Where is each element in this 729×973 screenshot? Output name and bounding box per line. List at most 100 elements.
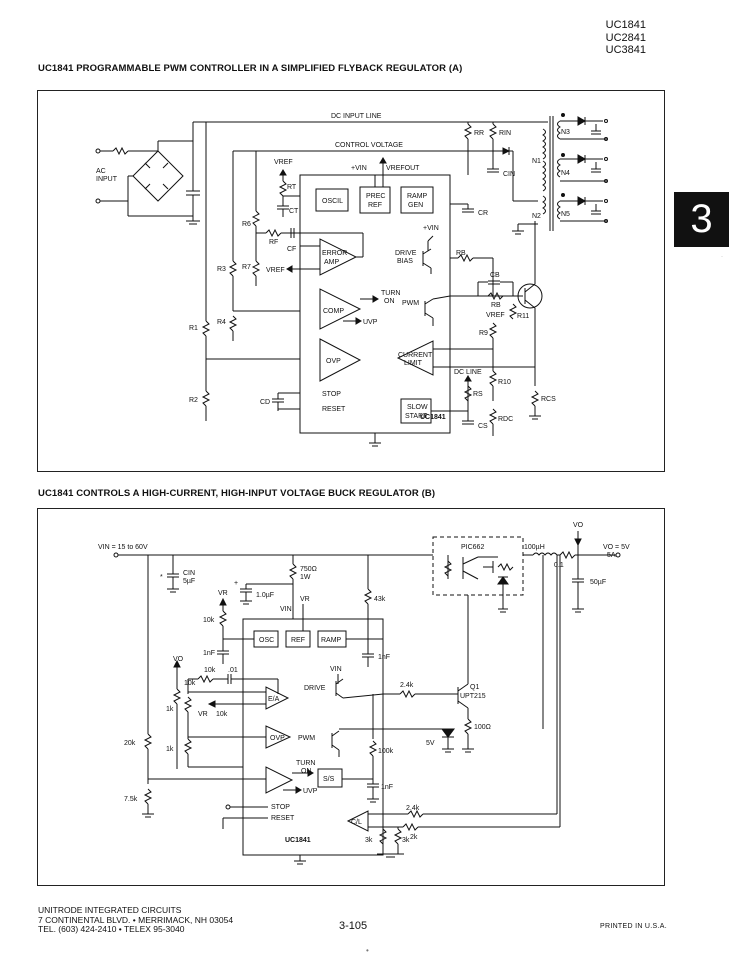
error-amp-label: ERROR: [322, 250, 347, 257]
on-label: ON: [301, 768, 312, 775]
stop-label: STOP: [271, 804, 290, 811]
r11-label: R11: [517, 313, 529, 320]
q1-part: UPT215: [460, 693, 486, 700]
uvp-comp-symbol: [265, 766, 294, 794]
control-voltage-label: CONTROL VOLTAGE: [335, 142, 403, 149]
c01-label: .01: [228, 667, 238, 674]
part-numbers: UC1841 UC2841 UC3841: [606, 19, 646, 57]
page-number: 3-105: [339, 920, 368, 932]
turn-on-label: TURN: [381, 290, 400, 297]
prec-ref-label: PREC: [366, 193, 385, 200]
cf-label: CF: [287, 246, 296, 253]
cl-label: C/L: [351, 819, 362, 826]
r750-label: 750Ω: [300, 566, 317, 573]
prec-ref-block: [359, 186, 391, 214]
c1nf-a-label: 1nF: [378, 654, 390, 661]
r3-label: R3: [217, 266, 226, 273]
r10k-b-label: 10k: [204, 667, 216, 674]
osc-label: OSC: [259, 637, 274, 644]
ramp-block: [317, 630, 347, 648]
n3-label: N3: [561, 129, 570, 136]
c1uf-label: 1.0µF: [256, 592, 274, 599]
pic662-label: PIC662: [461, 544, 484, 551]
ss-block: [317, 768, 343, 788]
uvp-label: UVP: [303, 788, 318, 795]
vr-top-label: VR: [218, 590, 228, 597]
ct-label: CT: [289, 208, 299, 215]
r3k-a-label: 3k: [365, 837, 373, 844]
stop-label: STOP: [322, 391, 341, 398]
figure-b-caption: UC1841 CONTROLS A HIGH-CURRENT, HIGH-INP…: [38, 488, 436, 499]
l100uh-label: 100µH: [524, 544, 545, 551]
section-tab: 3: [674, 192, 729, 247]
error-amp-symbol: [319, 238, 358, 276]
r43k-label: 43k: [374, 596, 386, 603]
ramp-gen-block: [400, 186, 434, 214]
r10-label: R10: [498, 379, 511, 386]
prec-ref-label: REF: [368, 202, 382, 209]
r24k-b-label: 2.4k: [406, 805, 420, 812]
margin-mark: ·: [721, 254, 723, 260]
r2-label: R2: [189, 397, 198, 404]
r100k-label: 100k: [378, 748, 394, 755]
current-limit-symbol: [396, 340, 434, 376]
current-limit-symbol: [346, 810, 369, 832]
r750-rating: 1W: [300, 574, 311, 581]
vin-label: VIN = 15 to 60V: [98, 544, 148, 551]
inductor-100uh: [532, 552, 558, 556]
cin-star: *: [160, 574, 163, 581]
printed-in: PRINTED IN U.S.A.: [600, 923, 667, 930]
ref-label: REF: [291, 637, 305, 644]
current-limit-label: LIMIT: [404, 360, 423, 367]
turn-on-label: ON: [384, 298, 395, 305]
rb2-label: RB: [491, 302, 501, 309]
transformer-primary: [542, 128, 546, 160]
cb-label: CB: [490, 272, 500, 279]
slow-start-label: START: [405, 413, 428, 420]
vo-mid-label: VO: [173, 656, 184, 663]
r100-label: 100Ω: [474, 724, 491, 731]
company-address: 7 CONTINENTAL BLVD. • MERRIMACK, NH 0305…: [38, 914, 234, 925]
ac-input-label: INPUT: [96, 176, 118, 183]
cin-label: CIN: [503, 171, 515, 178]
reset-label: RESET: [271, 815, 295, 822]
bridge-rectifier: [132, 150, 184, 202]
chip-label: UC1841: [285, 837, 311, 844]
figure-b-buck-schematic: VIN = 15 to 60V * CIN 5µF 750Ω 1W + 1.0µ…: [37, 508, 665, 886]
bottom-mark: •: [366, 946, 369, 955]
cin-value: 5µF: [183, 578, 195, 585]
r01-label: 0.1: [554, 562, 564, 569]
r75k-label: 7.5k: [124, 796, 138, 803]
rf-label: RF: [269, 239, 278, 246]
error-amp-symbol: [265, 686, 290, 710]
n1-label: N1: [532, 158, 541, 165]
ramp-label: RAMP: [321, 637, 342, 644]
r1k-a-label: 1k: [166, 706, 174, 713]
ref-block: [285, 630, 311, 648]
ovp-label: OVP: [326, 358, 341, 365]
ss-label: S/S: [323, 776, 335, 783]
ramp-gen-label: GEN: [408, 202, 423, 209]
figure-a-svg: DC INPUT LINE CONTROL VOLTAGE AC INPUT R…: [95, 113, 608, 447]
vref-top-label: VREF: [274, 159, 293, 166]
c50uf-label: 50µF: [590, 579, 606, 586]
rt-label: RT: [287, 184, 297, 191]
company-phone: TEL. (603) 424-2410 • TELEX 95-3040: [38, 924, 185, 934]
figure-b-svg: VIN = 15 to 60V * CIN 5µF 750Ω 1W + 1.0µ…: [98, 522, 630, 865]
ovp-symbol: [319, 338, 362, 382]
comp-label: COMP: [323, 308, 344, 315]
r9-label: R9: [479, 330, 488, 337]
cs-label: CS: [478, 423, 488, 430]
vo-top-label: VO: [573, 522, 584, 529]
drive-label: DRIVE: [304, 685, 326, 692]
pwm-label: PWM: [402, 300, 419, 307]
oscil-label: OSCIL: [322, 198, 343, 205]
drive-label: DRIVE: [395, 250, 417, 257]
dc-line-label: DC LINE: [454, 369, 482, 376]
r7-label: R7: [242, 264, 251, 271]
vr2-label: VR: [300, 596, 310, 603]
r10k-c-label: 10k: [184, 680, 196, 687]
vo-out-label: VO = 5V: [603, 544, 630, 551]
vin3-label: VIN: [330, 666, 342, 673]
r20k-label: 20k: [124, 740, 136, 747]
